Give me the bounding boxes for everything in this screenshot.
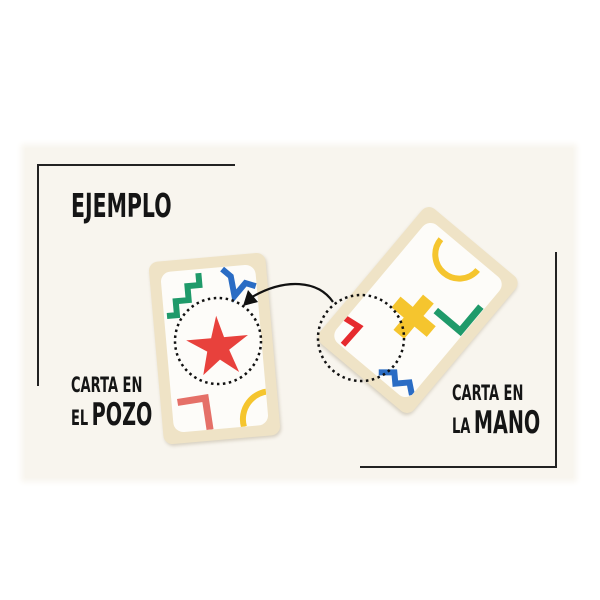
frame-bottom-right-horizontal (360, 466, 557, 468)
red-chevron-symbol (340, 314, 364, 347)
green-zigzag-symbol (166, 272, 203, 320)
caption-line2-big: POZO (91, 397, 153, 433)
caption-carta-en-el-pozo: CARTA EN EL POZO (71, 375, 152, 431)
card-face (160, 264, 269, 433)
dashed-highlight-circle-mano (316, 293, 406, 383)
dashed-highlight-circle-pozo (173, 296, 263, 386)
example-title: EJEMPLO (71, 186, 172, 225)
red-star-symbol (186, 315, 248, 376)
frame-bottom-right-vertical (555, 252, 557, 468)
caption-line1: CARTA EN (71, 373, 143, 397)
caption-carta-en-la-mano: CARTA EN LA MANO (452, 383, 540, 439)
curved-arrow-line (251, 283, 334, 303)
frame-top-left-horizontal (37, 164, 235, 166)
yellow-arc-symbol (432, 237, 480, 282)
blue-zigzag-symbol (220, 266, 257, 303)
frame-top-left-vertical (37, 164, 39, 386)
green-corner-symbol (433, 304, 484, 337)
red-corner-symbol (177, 393, 214, 431)
caption-line2-small: EL (71, 406, 89, 430)
card-symbols (166, 266, 269, 431)
arrow-head-icon (243, 290, 258, 306)
caption-line1: CARTA EN (452, 381, 524, 405)
card-en-el-pozo (148, 252, 281, 445)
caption-line2-big: MANO (473, 405, 541, 441)
blue-zigzag-symbol (378, 369, 415, 396)
caption-line2-small: LA (452, 414, 471, 438)
yellow-arc-symbol (239, 388, 269, 428)
